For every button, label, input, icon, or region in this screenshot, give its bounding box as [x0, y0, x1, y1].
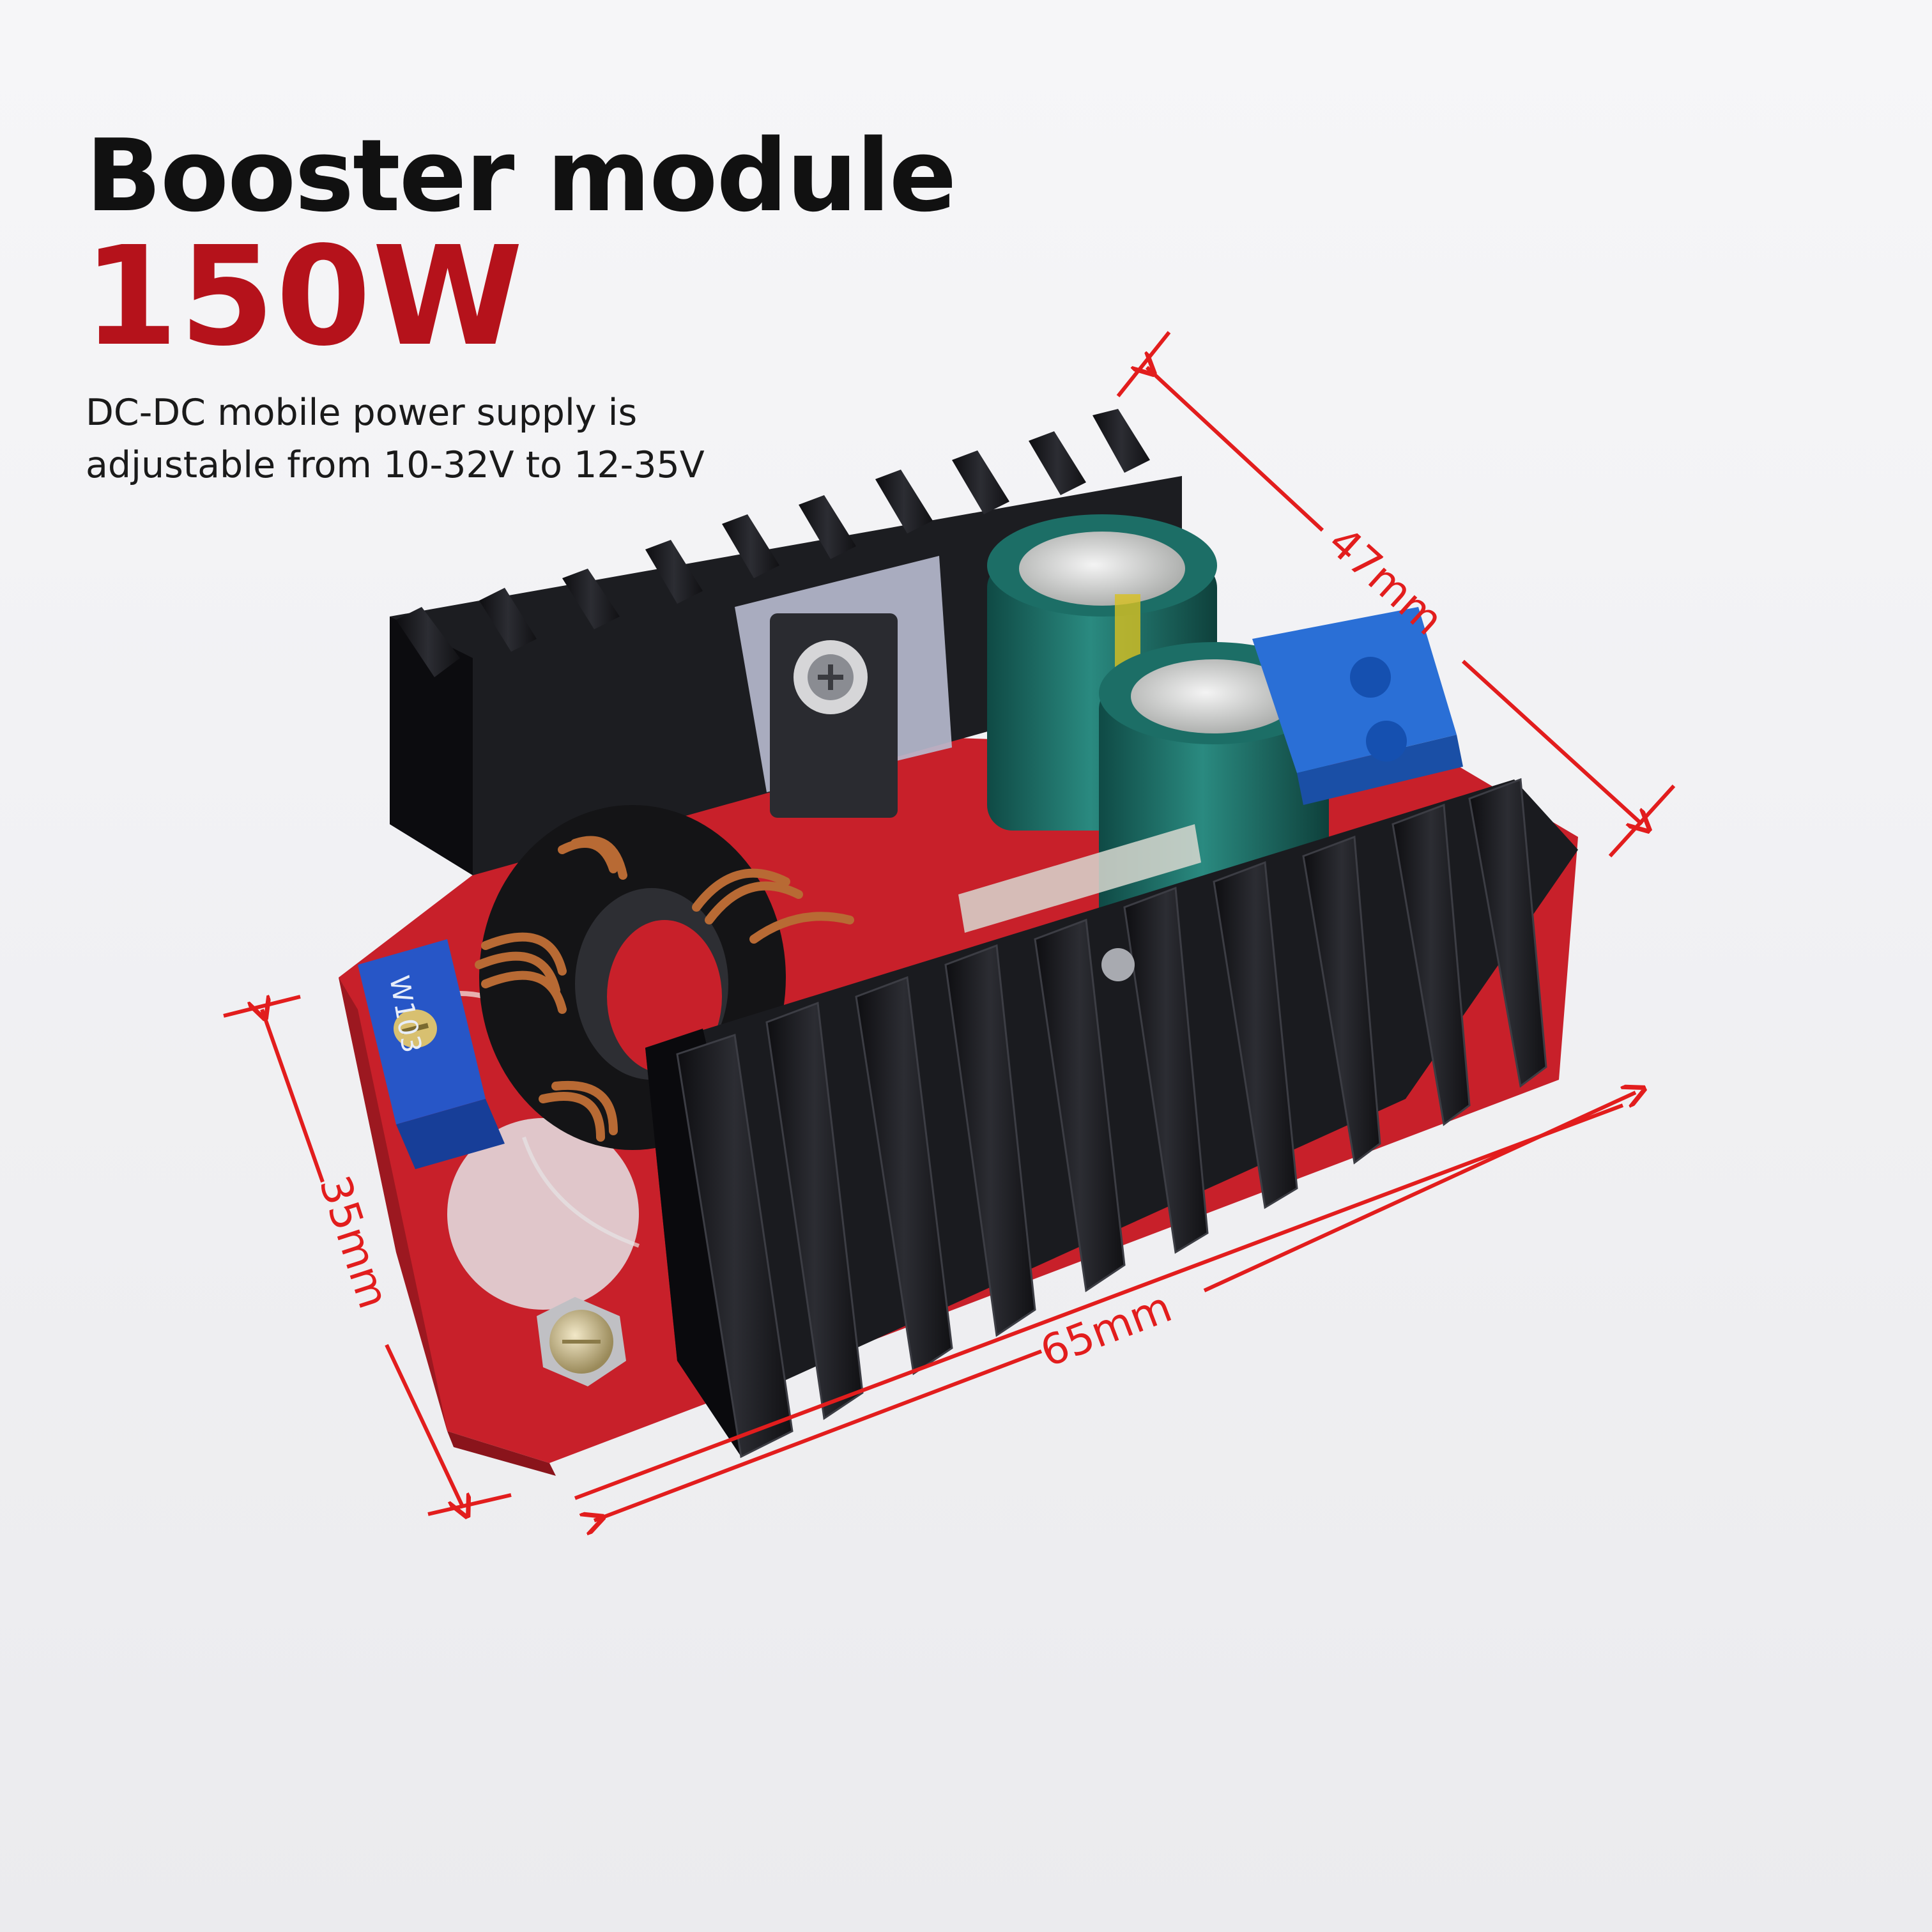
mounting-hole [447, 1118, 639, 1310]
description-line-2: adjustable from 10-32V to 12-35V [86, 444, 705, 486]
capacitor-1-top [1019, 532, 1185, 606]
terminal-screw [1366, 721, 1407, 762]
dimension-35mm [223, 997, 512, 1514]
terminal-block [1252, 607, 1463, 805]
product-title: Booster module [86, 118, 956, 234]
description-line-1: DC-DC mobile power supply is [86, 392, 638, 434]
power-rating: 150W [83, 217, 525, 376]
potentiometer: W103 [358, 939, 505, 1169]
heatsink-screw [1101, 948, 1135, 981]
dimension-65mm [574, 1092, 1636, 1521]
brass-nut [537, 1297, 626, 1386]
capacitor-2-top [1131, 659, 1297, 733]
terminal-screw [1350, 657, 1391, 698]
front-heatsink [645, 778, 1578, 1459]
dimension-47mm [1116, 331, 1676, 858]
product-description: DC-DC mobile power supply is adjustable … [86, 387, 788, 491]
mosfet [735, 556, 952, 818]
